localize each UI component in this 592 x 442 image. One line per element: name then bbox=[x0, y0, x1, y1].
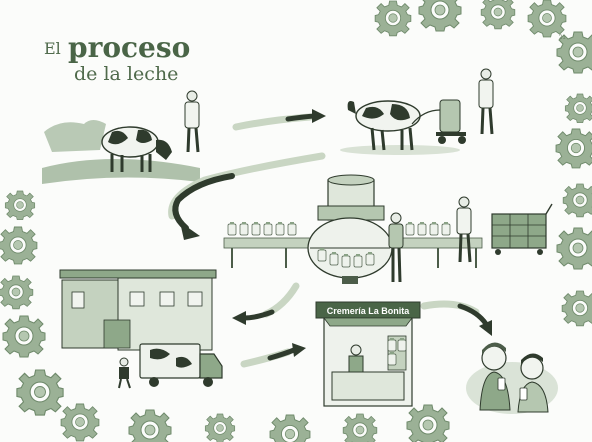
arrow-factory-to-distribution bbox=[232, 282, 300, 325]
title-de-la-leche: de la leche bbox=[74, 63, 178, 85]
delivery-person-icon bbox=[118, 357, 131, 389]
farmer-icon bbox=[184, 90, 200, 153]
child-icon bbox=[479, 342, 511, 411]
child-icon bbox=[517, 353, 549, 413]
consumers-scene bbox=[466, 342, 558, 414]
factory-scene bbox=[223, 174, 553, 284]
crate-cart-icon bbox=[491, 203, 553, 255]
page-number: 21 bbox=[559, 35, 566, 41]
worker-icon bbox=[388, 212, 404, 283]
cow-icon bbox=[347, 100, 421, 151]
arrow-store-to-consumers bbox=[420, 300, 492, 336]
cow-icon bbox=[101, 126, 172, 172]
shop-sign-text: Cremería La Bonita bbox=[327, 306, 411, 316]
delivery-truck-icon bbox=[139, 343, 223, 387]
distribution-scene bbox=[59, 269, 223, 389]
title-proceso: proceso bbox=[68, 31, 190, 64]
store-scene: Cremería La Bonita bbox=[315, 301, 421, 407]
milking-machine-icon bbox=[411, 99, 466, 144]
worker-icon bbox=[456, 196, 472, 263]
title-el: El bbox=[44, 39, 61, 58]
farm-scene bbox=[42, 90, 200, 184]
shopkeeper-icon bbox=[348, 344, 364, 373]
processing-tank-icon bbox=[307, 174, 393, 284]
arrow-distribution-to-store bbox=[240, 343, 306, 368]
warehouse-icon bbox=[59, 269, 217, 351]
title-block: El proceso de la leche bbox=[44, 31, 190, 85]
arrow-farm-to-milking bbox=[232, 109, 326, 131]
arrow-milking-to-factory bbox=[168, 152, 326, 240]
farmer-icon bbox=[478, 68, 494, 135]
milking-scene bbox=[340, 68, 494, 155]
